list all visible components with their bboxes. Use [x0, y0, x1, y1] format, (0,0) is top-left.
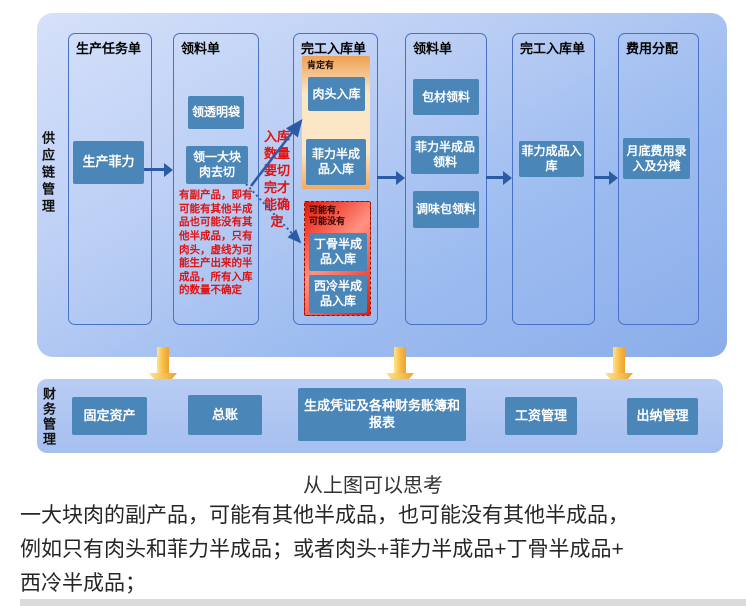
column-finished-inbound-1: 完工入库单 肯定有 肉头入库 菲力半成品入库 可能有， 可能没有 丁骨半成品入库… [293, 33, 378, 325]
column-title: 完工入库单 [301, 41, 367, 56]
box-monthend-expense: 月底费用录入及分摊 [623, 138, 690, 179]
column-title: 领料单 [181, 41, 221, 56]
box-get-meat-to-cut: 领一大块肉去切 [186, 146, 248, 184]
box-seasoning-requisition: 调味包领料 [413, 191, 479, 228]
box-meat-head-inbound: 肉头入库 [308, 77, 365, 111]
supply-chain-section-label: 供应链管理 [40, 131, 55, 216]
column-expense-allocation: 费用分配 月底费用录入及分摊 [618, 33, 699, 325]
box-packaging-requisition: 包材领料 [413, 79, 479, 115]
flow-arrow-right-3 [486, 171, 512, 185]
column-finished-inbound-2: 完工入库单 菲力成品入库 [512, 33, 595, 325]
column-title: 完工入库单 [520, 41, 586, 56]
bottom-divider [20, 599, 746, 606]
column-material-requisition-1: 领料单 领透明袋 领一大块肉去切 有副产品，即有可能有其他半成品也可能没有其他半… [173, 33, 259, 325]
box-fixed-assets: 固定资产 [72, 397, 147, 435]
inbound-quantity-note: 入库数量要切完才能确定 [263, 129, 290, 229]
box-sirloin-semifinished-inbound: 西冷半成品入库 [309, 275, 367, 313]
box-fillet-semifinished-inbound: 菲力半成品入库 [306, 139, 366, 185]
group-maybe: 可能有， 可能没有 丁骨半成品入库 西冷半成品入库 [304, 201, 371, 316]
column-title: 生产任务单 [76, 41, 142, 56]
supply-chain-panel: 供应链管理 生产任务单 生产菲力 领料单 领透明袋 领一大块肉去切 有副产品，即… [37, 13, 727, 357]
figure-caption: 从上图可以思考 [303, 475, 443, 497]
column-material-requisition-2: 领料单 包材领料 菲力半成品领料 调味包领料 [405, 33, 487, 325]
box-tbone-semifinished-inbound: 丁骨半成品入库 [309, 233, 367, 271]
box-produce-fillet: 生产菲力 [73, 141, 144, 184]
finance-panel: 财务管理 固定资产 总账 生成凭证及各种财务账簿和报表 工资管理 出纳管理 [37, 379, 723, 453]
finance-section-label: 财务管理 [41, 387, 56, 447]
group-maybe-label: 可能有， 可能没有 [309, 205, 346, 227]
column-title: 领料单 [413, 41, 453, 56]
flow-arrow-right-2 [377, 171, 405, 185]
box-payroll: 工资管理 [505, 397, 577, 435]
paragraph-line: 例如只有肉头和菲力半成品；或者肉头+菲力半成品+丁骨半成品+ [20, 538, 624, 561]
flow-arrow-right-4 [594, 171, 618, 185]
paragraph-line: 西冷半成品； [20, 572, 146, 595]
box-general-ledger: 总账 [188, 395, 262, 435]
box-fillet-semifinished-requisition: 菲力半成品领料 [411, 136, 479, 174]
flow-arrow-right-1 [144, 163, 173, 177]
box-vouchers-reports: 生成凭证及各种财务账簿和报表 [298, 388, 466, 441]
paragraph-line: 一大块肉的副产品，可能有其他半成品，也可能没有其他半成品， [20, 504, 629, 527]
column-production-task: 生产任务单 生产菲力 [68, 33, 152, 325]
body-paragraph: 一大块肉的副产品，可能有其他半成品，也可能没有其他半成品， 例如只有肉头和菲力半… [20, 499, 740, 601]
group-certain: 肯定有 肉头入库 菲力半成品入库 [302, 56, 370, 189]
box-get-transparent-bag: 领透明袋 [188, 96, 244, 129]
column-title: 费用分配 [626, 41, 679, 56]
box-cashier: 出纳管理 [627, 398, 698, 435]
group-certain-label: 肯定有 [307, 60, 335, 70]
box-fillet-finished-inbound: 菲力成品入库 [519, 141, 584, 177]
byproduct-note: 有副产品，即有可能有其他半成品也可能没有其他半成品，只有肉头，虚线为可能生产出来… [179, 189, 253, 297]
